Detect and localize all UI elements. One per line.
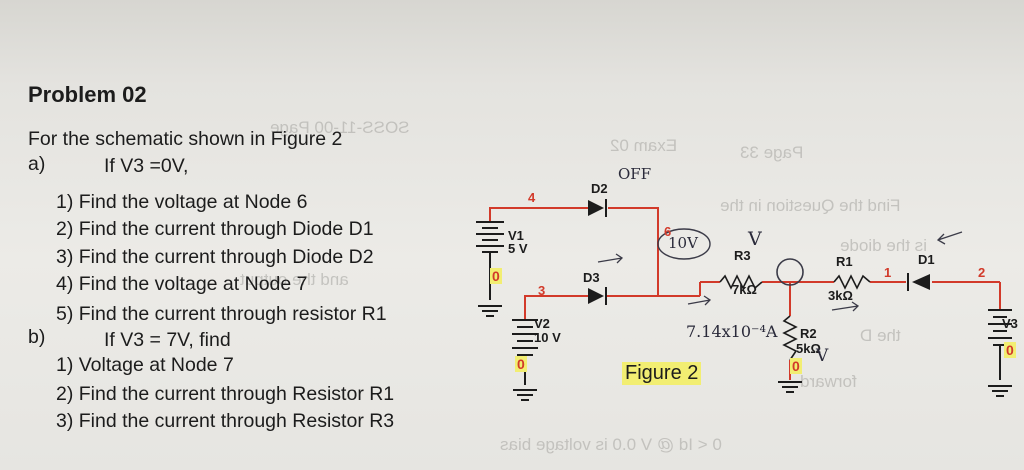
part-b-condition: If V3 = 7V, find: [104, 329, 231, 351]
node-6-label: 6: [664, 224, 672, 239]
handwritten-off-note: OFF: [618, 165, 652, 183]
node-circle-mark: [776, 258, 804, 286]
part-a-item: 2) Find the current through Diode D1: [56, 218, 374, 240]
handwritten-v-mark: V: [748, 228, 762, 250]
v3-ground-zero: 0: [1004, 342, 1016, 358]
r1-value: 3kΩ: [828, 288, 853, 303]
r3-label: R3: [734, 248, 751, 263]
r3-value: 7kΩ: [732, 282, 757, 297]
handwritten-voltage-note: 10V: [668, 234, 698, 252]
v1-label: V1: [508, 228, 524, 243]
node-4-label: 4: [528, 190, 536, 205]
v1-value: 5 V: [508, 241, 528, 256]
part-a-label: a): [28, 153, 46, 175]
part-a-item: 5) Find the current through resistor R1: [56, 303, 387, 325]
part-b-item: 3) Find the current through Resistor R3: [56, 410, 395, 432]
voltage-circle-mark: [657, 228, 711, 260]
d1-label: D1: [918, 252, 935, 267]
problem-title: Problem 02: [28, 82, 147, 107]
v2-value: 10 V: [534, 330, 561, 345]
wires: [489, 207, 1001, 380]
r1-resistor-icon: [833, 274, 871, 290]
d2-diode-icon: [588, 199, 607, 217]
r2-ground-icon: [778, 381, 802, 393]
v2-battery-icon: [512, 319, 538, 401]
d1-diode-icon: [907, 273, 930, 291]
v1-ground-zero: 0: [490, 268, 502, 284]
problem-intro: For the schematic shown in Figure 2: [28, 128, 343, 150]
part-a-item: 4) Find the voltage at Node 7: [56, 273, 308, 295]
part-a-item: 1) Find the voltage at Node 6: [56, 191, 308, 213]
r3-resistor-icon: [719, 274, 763, 290]
r1-label: R1: [836, 254, 853, 269]
d3-label: D3: [583, 270, 600, 285]
handwritten-v-mark-2: V: [816, 346, 829, 366]
v3-battery-icon: [988, 309, 1012, 397]
v2-label: V2: [534, 316, 550, 331]
part-a-item: 3) Find the current through Diode D2: [56, 246, 374, 268]
r2-ground-zero: 0: [790, 358, 802, 374]
part-b-item: 1) Voltage at Node 7: [56, 354, 234, 376]
node-3-label: 3: [538, 283, 546, 298]
r2-label: R2: [800, 326, 817, 341]
part-b-item: 2) Find the current through Resistor R1: [56, 383, 395, 405]
part-a-condition: If V3 =0V,: [104, 155, 189, 177]
node-2-label: 2: [978, 265, 986, 280]
part-b-label: b): [28, 326, 46, 348]
handwritten-current-note: 7.14x10⁻⁴A: [686, 322, 778, 341]
d3-diode-icon: [588, 287, 607, 305]
r2-value: 5kΩ: [796, 341, 821, 356]
v2-ground-zero: 0: [515, 356, 527, 372]
d2-label: D2: [591, 181, 608, 196]
r2-resistor-icon: [782, 315, 798, 361]
figure-label: Figure 2: [622, 362, 702, 385]
node-1-label: 1: [884, 265, 892, 280]
v3-label: V3: [1002, 316, 1018, 331]
